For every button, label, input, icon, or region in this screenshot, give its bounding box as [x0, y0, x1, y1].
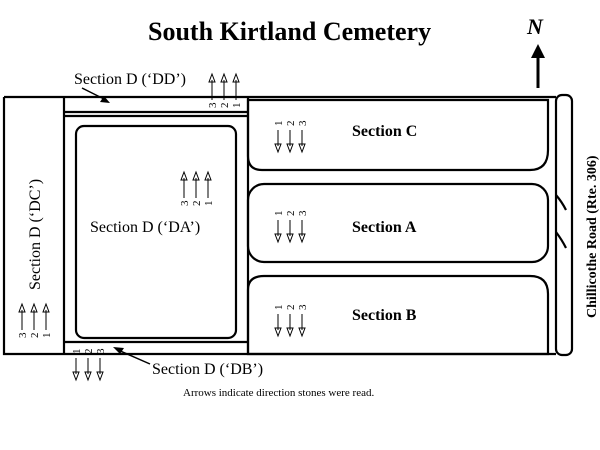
arrowhead-icon — [180, 170, 188, 181]
direction-number: 3 — [95, 348, 107, 354]
section-da-label: Section D (‘DA’) — [90, 219, 200, 236]
direction-number: 3 — [297, 210, 309, 216]
direction-number: 3 — [207, 102, 219, 108]
direction-number: 2 — [285, 121, 297, 127]
dd-pointer-arrow-icon — [81, 87, 110, 103]
direction-number: 1 — [203, 201, 215, 207]
section-b-area — [246, 274, 550, 356]
section-c-label: Section C — [352, 123, 417, 140]
arrowhead-icon — [220, 72, 228, 83]
arrowhead-icon — [96, 371, 104, 382]
section-a-label: Section A — [352, 219, 417, 236]
road-edge — [554, 93, 574, 357]
north-arrow-icon — [531, 44, 545, 88]
map-note: Arrows indicate direction stones were re… — [183, 387, 374, 399]
arrowhead-icon — [274, 143, 282, 154]
arrowhead-icon — [208, 72, 216, 83]
section-da-area — [74, 124, 238, 340]
direction-number: 2 — [29, 333, 41, 339]
section-b-label: Section B — [352, 307, 417, 324]
direction-number: 1 — [273, 121, 285, 127]
arrowhead-icon — [84, 371, 92, 382]
arrowhead-icon — [30, 302, 38, 313]
arrowhead-icon — [274, 233, 282, 244]
direction-number: 1 — [273, 305, 285, 311]
arrowhead-icon — [192, 170, 200, 181]
road-label: Chillicothe Road (Rte. 306) — [585, 155, 600, 318]
arrowhead-icon — [18, 302, 26, 313]
arrowhead-icon — [42, 302, 50, 313]
direction-number: 2 — [219, 103, 231, 109]
direction-number: 3 — [297, 120, 309, 126]
direction-number: 2 — [285, 305, 297, 311]
direction-number: 1 — [71, 349, 83, 355]
map-title: South Kirtland Cemetery — [148, 17, 431, 46]
arrowhead-icon — [204, 170, 212, 181]
arrowhead-icon — [274, 327, 282, 338]
direction-number: 1 — [41, 333, 53, 339]
north-label: N — [526, 14, 544, 39]
arrowhead-icon — [286, 327, 294, 338]
arrowhead-icon — [298, 327, 306, 338]
arrowhead-icon — [232, 72, 240, 83]
direction-number: 2 — [191, 201, 203, 207]
direction-number: 3 — [179, 200, 191, 206]
direction-number: 3 — [297, 304, 309, 310]
db-pointer-arrow-icon — [113, 347, 151, 365]
arrowhead-icon — [298, 233, 306, 244]
section-c-area — [246, 98, 550, 172]
section-dc-label: Section D (‘DC’) — [27, 179, 44, 290]
section-db-label: Section D (‘DB’) — [152, 361, 263, 378]
direction-number: 1 — [273, 211, 285, 217]
arrowhead-icon — [286, 233, 294, 244]
arrowhead-icon — [286, 143, 294, 154]
arrowhead-icon — [298, 143, 306, 154]
direction-number: 1 — [231, 103, 243, 109]
arrowhead-icon — [72, 371, 80, 382]
direction-number: 3 — [17, 332, 29, 338]
property-boundary — [2, 95, 556, 356]
direction-number: 2 — [285, 211, 297, 217]
section-a-area — [246, 182, 550, 264]
section-dd-label: Section D (‘DD’) — [74, 71, 186, 88]
direction-number: 2 — [83, 349, 95, 355]
